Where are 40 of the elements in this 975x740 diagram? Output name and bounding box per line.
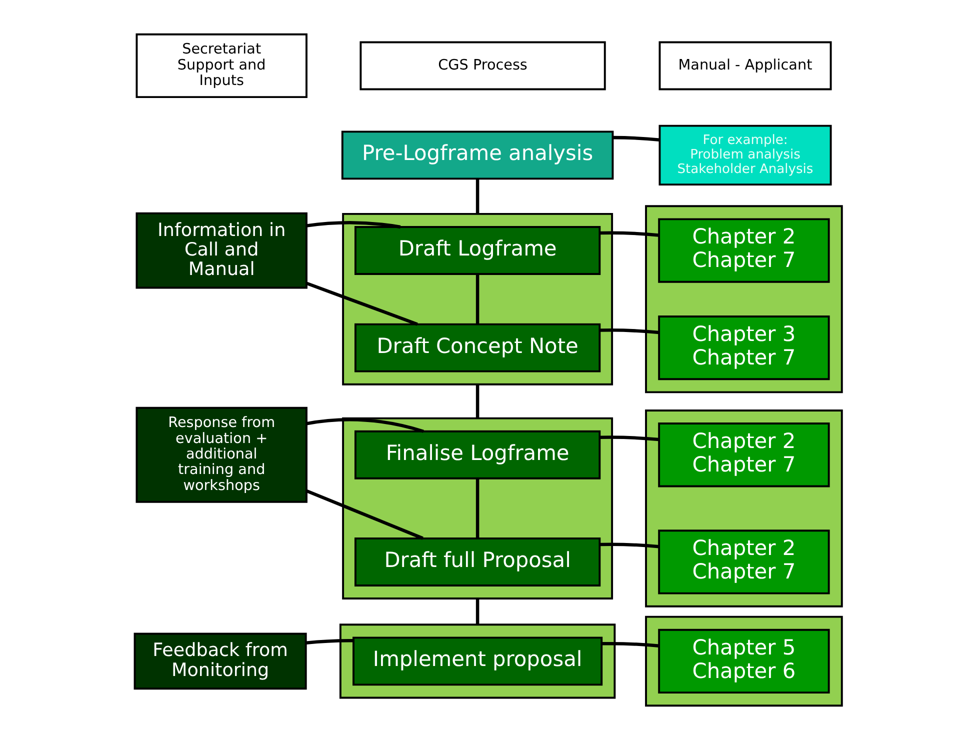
node-box: Chapter 3 Chapter 7 bbox=[658, 315, 830, 380]
connector bbox=[475, 384, 479, 418]
node-box: Chapter 2 Chapter 7 bbox=[658, 218, 830, 283]
connector bbox=[599, 436, 659, 442]
node-box: Information in Call and Manual bbox=[135, 212, 307, 289]
cluster bbox=[644, 616, 842, 707]
cluster bbox=[342, 212, 613, 386]
node-box: Draft full Proposal bbox=[354, 537, 600, 586]
cluster bbox=[342, 417, 613, 600]
node-box: Chapter 5 Chapter 6 bbox=[658, 628, 830, 694]
connector bbox=[306, 282, 418, 326]
connector bbox=[599, 328, 659, 334]
connector bbox=[306, 418, 424, 433]
node-box: Chapter 2 Chapter 7 bbox=[658, 530, 830, 594]
cluster bbox=[338, 624, 616, 699]
node-box: Feedback from Monitoring bbox=[133, 632, 306, 690]
connector bbox=[475, 274, 479, 324]
node-box: For example: Problem analysis Stakeholder Analysis bbox=[658, 124, 832, 186]
connector bbox=[475, 178, 479, 214]
connector bbox=[612, 136, 660, 142]
node-box: Implement proposal bbox=[352, 636, 602, 686]
connector bbox=[601, 642, 659, 648]
connector bbox=[306, 489, 423, 540]
cluster bbox=[644, 410, 842, 608]
node-box: Secretariat Support and Inputs bbox=[135, 33, 307, 98]
connector bbox=[306, 221, 400, 229]
node-box: Chapter 2 Chapter 7 bbox=[658, 422, 830, 488]
connector bbox=[306, 639, 353, 645]
node-box: Manual - Applicant bbox=[658, 41, 832, 90]
connector bbox=[599, 231, 659, 237]
node-box: CGS Process bbox=[359, 41, 606, 90]
node-box: Pre-Logframe analysis bbox=[340, 130, 614, 180]
node-box: Finalise Logframe bbox=[354, 430, 600, 480]
connector bbox=[475, 478, 479, 538]
cluster bbox=[644, 205, 842, 394]
node-box: Response from evaluation + additional training and workshops bbox=[135, 406, 307, 503]
node-box: Draft Concept Note bbox=[354, 323, 600, 372]
connector bbox=[599, 542, 659, 548]
node-box: Draft Logframe bbox=[354, 226, 600, 275]
connector bbox=[475, 598, 479, 625]
